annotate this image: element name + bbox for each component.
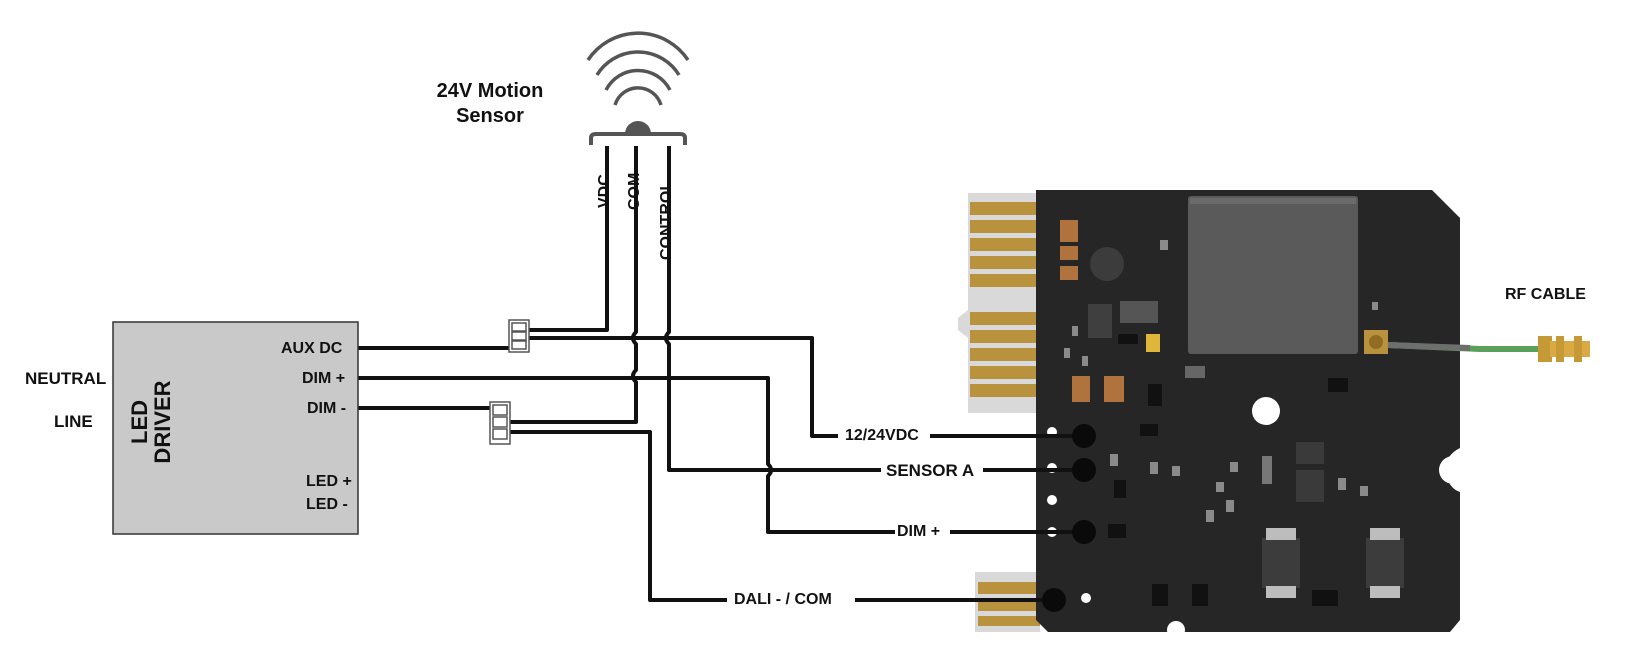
wire-connector-top bbox=[508, 319, 530, 353]
motion-sensor bbox=[586, 31, 690, 162]
sma-connector bbox=[1538, 336, 1590, 362]
input-label-neutral: NEUTRAL bbox=[25, 369, 107, 388]
driver-terminal-aux-dc: AUX DC bbox=[281, 340, 343, 357]
driver-terminal-led-plus: LED + bbox=[306, 473, 352, 490]
board-terminal-sensor-a: SENSOR A bbox=[886, 461, 975, 480]
wire-sensor-vdc bbox=[525, 156, 609, 332]
board-terminals bbox=[1042, 424, 1096, 612]
rf-module-shield bbox=[1188, 196, 1358, 354]
driver-name: LED DRIVER bbox=[127, 362, 176, 482]
edge-connector-top bbox=[958, 193, 1040, 413]
driver-name-line1: LED bbox=[127, 400, 152, 444]
wire-connector-bottom bbox=[489, 401, 511, 445]
wire-sensor-com bbox=[508, 156, 638, 424]
pin-label-vdc: VDC bbox=[596, 174, 613, 208]
terminal-dali-com bbox=[1042, 588, 1066, 612]
terminal-12-24vdc bbox=[1072, 424, 1096, 448]
driver-terminal-dim-minus: DIM - bbox=[307, 400, 347, 417]
wires bbox=[356, 156, 1080, 602]
pin-label-com: COM bbox=[626, 172, 643, 210]
sensor-title-line2: Sensor bbox=[456, 105, 524, 127]
wire-sensor-control bbox=[664, 156, 881, 472]
pcb-components bbox=[1060, 220, 1404, 606]
terminal-dim-plus bbox=[1072, 520, 1096, 544]
wifi-waves-icon bbox=[586, 31, 690, 61]
driver-name-line2: DRIVER bbox=[150, 380, 176, 464]
led-driver-box bbox=[112, 321, 359, 535]
board-terminal-12-24vdc: 12/24VDC bbox=[845, 427, 919, 444]
wire-dali-com bbox=[508, 430, 727, 602]
sensor-title: 24V Motion Sensor bbox=[418, 79, 562, 129]
sensor-title-line1: 24V Motion bbox=[436, 80, 544, 102]
driver-terminal-led-minus: LED - bbox=[306, 496, 348, 513]
board-terminal-dali-com: DALI - / COM bbox=[734, 591, 832, 608]
wire-aux-dc-supply bbox=[525, 336, 838, 438]
driver-terminal-dim-plus: DIM + bbox=[302, 370, 346, 387]
input-label-line: LINE bbox=[54, 412, 93, 431]
board-terminal-dim-plus: DIM + bbox=[897, 523, 941, 540]
rf-cable-label: RF CABLE bbox=[1505, 286, 1586, 303]
mounting-hole bbox=[1252, 397, 1280, 425]
wire-dim-plus bbox=[356, 376, 895, 534]
terminal-sensor-a bbox=[1072, 458, 1096, 482]
controller-module bbox=[958, 190, 1590, 639]
pin-label-control: CONTROL bbox=[658, 180, 675, 260]
